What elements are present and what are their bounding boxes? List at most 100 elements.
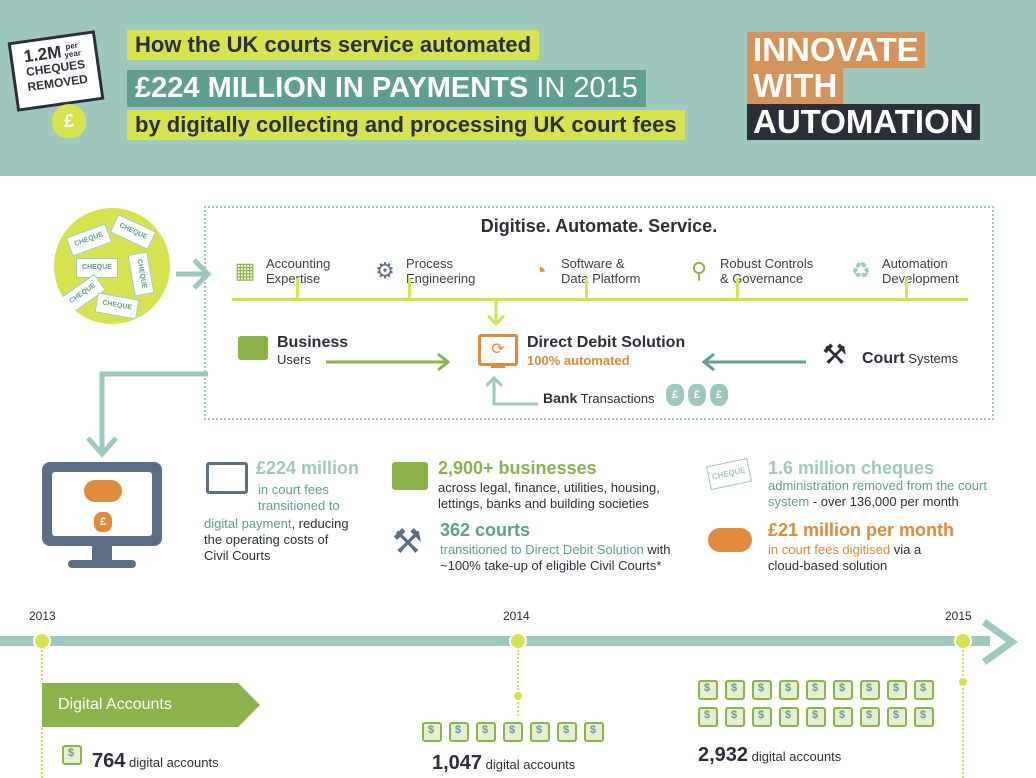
connector bbox=[585, 278, 588, 298]
monitor-neck bbox=[92, 546, 112, 562]
court-sub: Systems bbox=[904, 351, 959, 366]
connector bbox=[296, 278, 299, 298]
account-icon bbox=[779, 707, 799, 727]
acc3: 2,932 digital accounts bbox=[698, 744, 841, 767]
account-icon bbox=[752, 680, 772, 700]
briefcase-icon bbox=[392, 462, 428, 490]
account-icon bbox=[806, 707, 826, 727]
cap-l2: Data Platform bbox=[561, 271, 641, 286]
monitor-icon bbox=[206, 462, 248, 494]
headline-line1: How the UK courts service automated bbox=[127, 30, 540, 60]
money-bag-icon: £ bbox=[52, 104, 86, 138]
arrow-down-icon bbox=[486, 300, 506, 327]
gavel-icon: ⚒ bbox=[392, 523, 423, 561]
timeline-dot bbox=[514, 692, 522, 700]
timeline-dotted bbox=[962, 650, 964, 676]
account-icon bbox=[779, 680, 799, 700]
account-icon bbox=[752, 707, 772, 727]
timeline-dotted bbox=[41, 650, 43, 680]
dd-title: Direct Debit Solution bbox=[527, 334, 686, 351]
calculator-icon: ▦ bbox=[234, 258, 256, 283]
account-icon bbox=[860, 680, 880, 700]
arrow-up-icon bbox=[486, 375, 538, 406]
arrow-down-icon bbox=[86, 371, 208, 458]
tag-innovate: INNOVATE bbox=[747, 32, 925, 68]
account-icon bbox=[503, 722, 523, 742]
capabilities-line bbox=[232, 298, 968, 301]
court-systems: Court Systems bbox=[862, 350, 958, 368]
stat4-l1: administration removed from the court bbox=[768, 478, 987, 493]
stat5-l1b: via a bbox=[890, 542, 922, 557]
platform-icon: ◔ bbox=[533, 258, 547, 283]
money-bag-icon: £ bbox=[666, 384, 684, 406]
stat5-number: £21 million per month bbox=[768, 520, 955, 540]
timeline-dotted bbox=[962, 688, 964, 778]
headline-line2: £224 MILLION IN PAYMENTS IN 2015 bbox=[127, 70, 646, 107]
process-title: Digitise. Automate. Service. bbox=[480, 216, 718, 236]
timeline-dot bbox=[959, 678, 967, 686]
digital-accounts-banner: Digital Accounts bbox=[42, 683, 260, 727]
stat4-number: 1.6 million cheques bbox=[768, 458, 935, 478]
acc2-label: digital accounts bbox=[482, 757, 576, 772]
cheque-icon: CHEQUE bbox=[94, 292, 140, 320]
stat1-l2: transitioned to bbox=[258, 498, 340, 513]
acc2-num: 1,047 bbox=[432, 752, 483, 774]
headline-line2-thin: IN 2015 bbox=[528, 72, 638, 104]
process-box bbox=[204, 206, 994, 420]
stat3-l1b: with bbox=[643, 542, 671, 557]
stat2-number: 2,900+ businesses bbox=[438, 458, 597, 478]
account-icon bbox=[887, 680, 907, 700]
account-icon bbox=[698, 707, 718, 727]
business-sub: Users bbox=[277, 352, 311, 367]
money-bag-icon: £ bbox=[688, 384, 706, 406]
bank-bold: Bank bbox=[543, 390, 578, 406]
cloud-icon bbox=[84, 480, 122, 502]
cheque-icon: CHEQUE bbox=[109, 214, 157, 250]
cheque-icon: CHEQUE bbox=[76, 258, 118, 278]
cap-l1: Accounting bbox=[266, 256, 331, 271]
connector bbox=[905, 278, 908, 298]
cap-l1: Process bbox=[406, 256, 453, 271]
stat3-l1a: transitioned to Direct Debit Solution bbox=[440, 542, 644, 557]
stat1-l4: the operating costs of bbox=[204, 532, 329, 547]
timeline-arrow-icon bbox=[981, 619, 1019, 665]
stat1-more: digital payment, reducing the operating … bbox=[204, 516, 404, 564]
stat5-l2: cloud-based solution bbox=[768, 558, 888, 573]
year-2015: 2015 bbox=[945, 609, 972, 623]
cap-l2: Engineering bbox=[406, 271, 476, 286]
bank-sub: Transactions bbox=[577, 391, 655, 406]
briefcase-icon bbox=[238, 336, 268, 360]
cloud-icon bbox=[708, 528, 752, 552]
headline-line2-bold: £224 MILLION IN PAYMENTS bbox=[135, 72, 529, 104]
account-icon bbox=[530, 722, 550, 742]
cap-l2: & Governance bbox=[720, 271, 804, 286]
timeline-dotted bbox=[517, 702, 519, 716]
account-icon bbox=[557, 722, 577, 742]
stat2-l2: lettings, banks and building societies bbox=[438, 496, 650, 511]
arrow-right-icon bbox=[176, 258, 212, 290]
account-icon bbox=[806, 680, 826, 700]
account-icon bbox=[860, 707, 880, 727]
monitor-refresh-icon: ⟳ bbox=[478, 334, 518, 366]
arrow-left-icon bbox=[701, 352, 806, 372]
account-icon bbox=[887, 707, 907, 727]
cheque-icon: CHEQUE bbox=[127, 251, 155, 297]
connector bbox=[736, 278, 739, 298]
stat3-text: transitioned to Direct Debit Solution wi… bbox=[440, 542, 671, 574]
tag-automation: AUTOMATION bbox=[747, 104, 980, 140]
account-icon bbox=[476, 722, 496, 742]
arrow-right-icon bbox=[326, 352, 451, 372]
timeline-dotted bbox=[41, 728, 43, 778]
dd-sub: 100% automated bbox=[527, 353, 630, 368]
acc3-label: digital accounts bbox=[748, 749, 842, 764]
stat4-l2a: system bbox=[768, 494, 810, 509]
capability-software: ◔ Software &Data Platform bbox=[527, 256, 640, 286]
cheque-icon: CHEQUE bbox=[705, 457, 753, 491]
recycle-icon: ♻ bbox=[851, 258, 871, 283]
cap-l1: Robust Controls bbox=[720, 256, 814, 271]
monitor-base bbox=[68, 560, 136, 568]
stat1-number: £224 million bbox=[256, 458, 360, 478]
account-icon bbox=[833, 707, 853, 727]
